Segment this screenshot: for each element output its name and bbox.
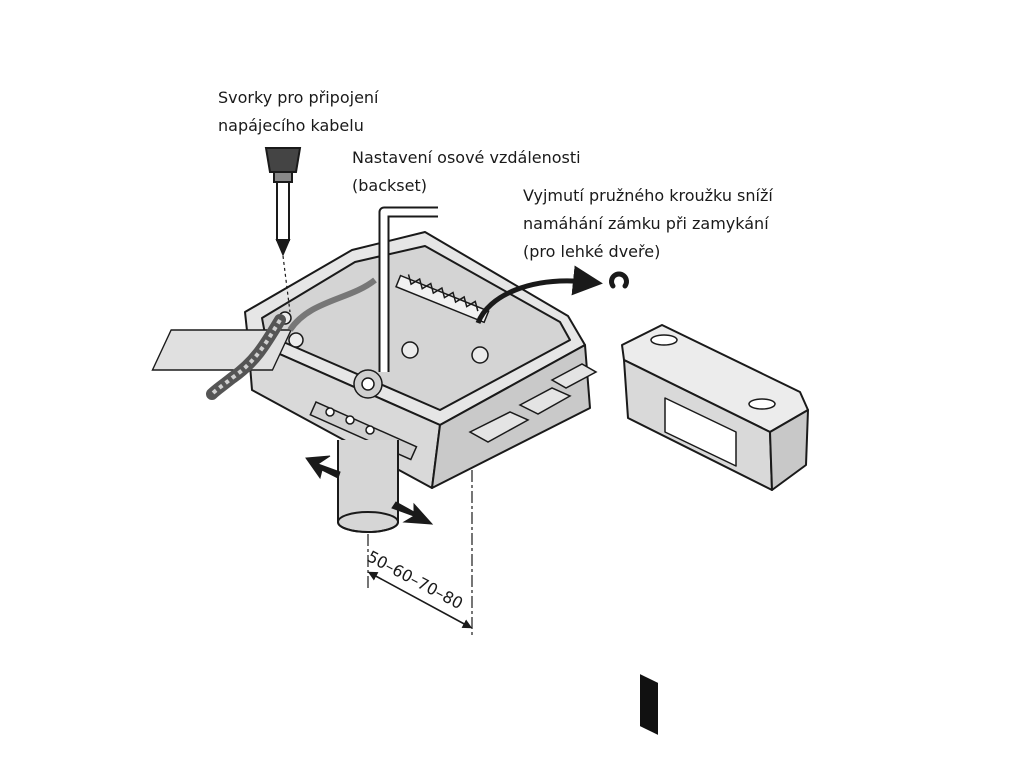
screwdriver-tip <box>275 239 291 257</box>
callout-spring-ring: Vyjmutí pružného kroužku sníží namáhání … <box>523 182 773 266</box>
callout-terminals-line1: Svorky pro připojení <box>218 88 379 107</box>
dead-bolt <box>518 387 572 415</box>
strike-slot-left <box>650 334 678 346</box>
adjust-arrow-right <box>391 501 434 525</box>
terminal-screw-left <box>288 332 304 348</box>
screwdriver-shaft <box>276 181 290 241</box>
callout-backset: Nastavení osové vzdálenosti (backset) <box>352 144 581 200</box>
callout-ring-line1: Vyjmutí pružného kroužku sníží <box>523 186 773 205</box>
faceplate-hole-2 <box>345 415 355 425</box>
strike-clip <box>640 674 658 735</box>
strike-box <box>621 324 809 735</box>
dimension-label: 50–60–70–80 <box>364 547 466 613</box>
callout-power-terminals: Svorky pro připojení napájecího kabelu <box>218 84 379 140</box>
strike-slot-right <box>748 398 776 410</box>
spring-bar <box>395 274 490 324</box>
screwdriver-ferrule <box>273 171 293 183</box>
follower-hub-inner <box>361 377 375 391</box>
hex-key-icon <box>378 206 438 372</box>
spring-coil <box>407 274 479 312</box>
adjust-arrow-left <box>305 455 341 480</box>
latch-bolts <box>468 363 598 443</box>
power-cable <box>206 314 286 400</box>
lock-housing <box>244 231 591 489</box>
callout-backset-line1: Nastavení osové vzdálenosti <box>352 148 581 167</box>
screwdriver-icon <box>264 147 302 313</box>
latch-bolt <box>468 411 530 443</box>
callout-ring-line2: namáhání zámku při zamykání <box>523 214 769 233</box>
callout-backset-line2: (backset) <box>352 176 427 195</box>
faceplate-hole-3 <box>365 425 375 435</box>
pivot-screw <box>401 341 419 359</box>
dimension-line <box>367 571 473 629</box>
cam-lever <box>287 277 377 332</box>
cable-core <box>210 318 282 396</box>
faceplate-hole-1 <box>325 407 335 417</box>
ring-removal-arrow <box>475 265 603 325</box>
strike-opening <box>664 397 737 467</box>
spindle-bottom <box>337 511 399 533</box>
spring-ring-icon <box>609 271 629 289</box>
backset-screw <box>471 346 489 364</box>
auxiliary-bolt <box>550 363 598 389</box>
callout-ring-line3: (pro lehké dveře) <box>523 242 661 261</box>
follower-spindle <box>337 440 399 533</box>
strike-box-end <box>769 409 809 491</box>
backset-adjust-arrows <box>305 455 434 525</box>
callout-terminals-line2: napájecího kabelu <box>218 116 364 135</box>
screwdriver-handle <box>264 147 302 173</box>
